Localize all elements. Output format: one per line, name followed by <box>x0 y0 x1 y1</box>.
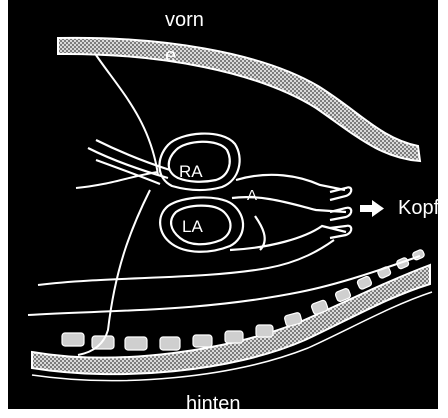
front-label-wrap: e <box>165 46 176 66</box>
vertebra <box>160 337 180 350</box>
front-label: vorn <box>165 10 204 30</box>
vertebra <box>225 331 243 343</box>
head-label: Kopf <box>398 198 439 218</box>
vertebra <box>62 333 84 346</box>
right-atrium-label: RA <box>179 163 203 180</box>
aorta-label: A <box>247 188 257 203</box>
back-label: hinten <box>186 394 241 414</box>
vertebra <box>125 337 147 350</box>
vertebra <box>256 325 273 337</box>
vertebra <box>193 335 212 347</box>
left-atrium-label: LA <box>182 218 203 235</box>
